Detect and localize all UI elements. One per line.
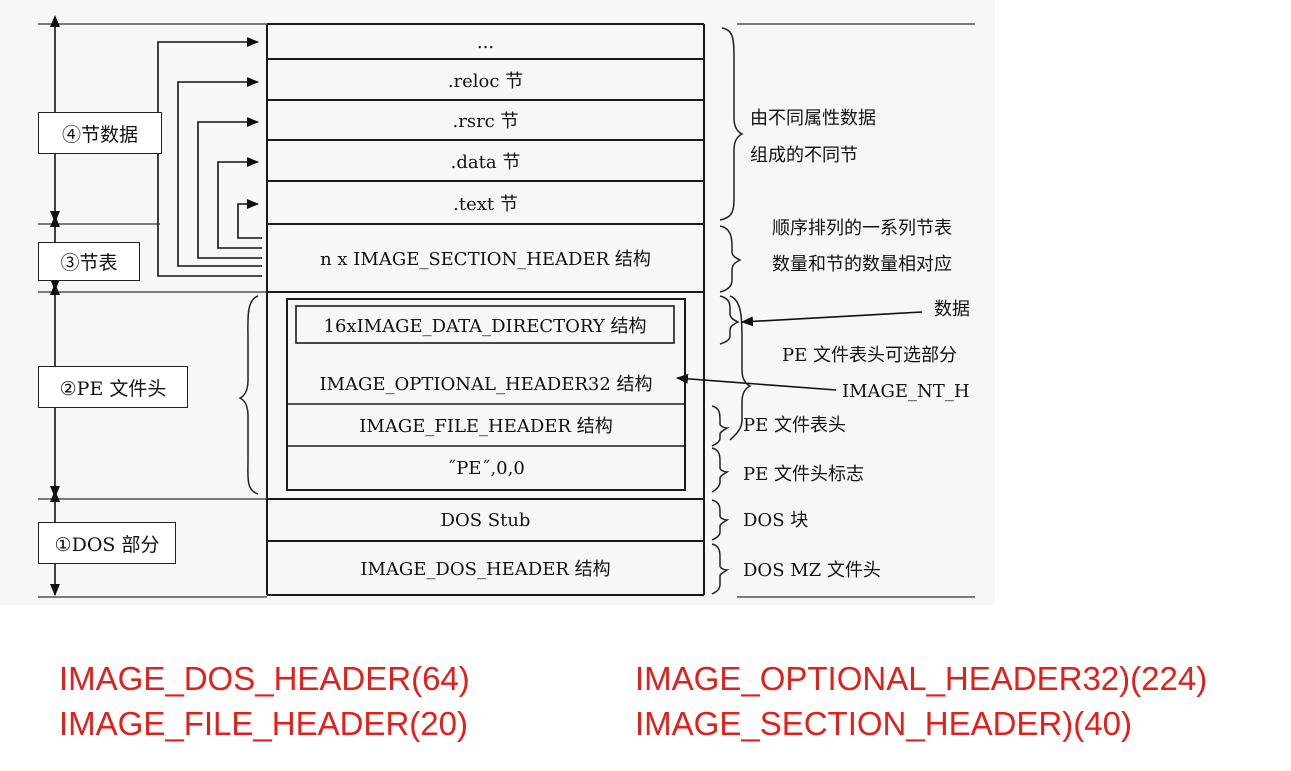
size-optional-header: IMAGE_OPTIONAL_HEADER32)(224) — [635, 660, 1208, 697]
pe-header-left-brace — [238, 295, 259, 495]
nt-headers-frame — [286, 298, 686, 491]
pe-header-label: ②PE 文件头 — [38, 366, 188, 408]
section-column-borders — [266, 23, 705, 596]
note-section-table-line2: 数量和节的数量相对应 — [772, 254, 952, 275]
section-table-label: ③节表 — [38, 242, 140, 281]
optional-header-block: IMAGE_OPTIONAL_HEADER32 结构 — [319, 374, 653, 395]
note-optional-header: PE 文件表头可选部分 — [782, 345, 957, 366]
section-header-block: n x IMAGE_SECTION_HEADER 结构 — [320, 249, 651, 270]
pe-signature-block: ˝PE˝,0,0 — [447, 457, 525, 479]
size-section-header: IMAGE_SECTION_HEADER)(40) — [635, 705, 1132, 742]
text-section: .text 节 — [453, 193, 518, 215]
data-directory-block: 16xIMAGE_DATA_DIRECTORY 结构 — [323, 315, 647, 337]
size-dos-header: IMAGE_DOS_HEADER(64) — [59, 660, 470, 697]
size-file-header: IMAGE_FILE_HEADER(20) — [59, 705, 468, 742]
dos-header-block: IMAGE_DOS_HEADER 结构 — [360, 559, 611, 580]
note-data-directory: 数据 — [934, 299, 970, 320]
note-nt-headers: IMAGE_NT_H — [842, 381, 970, 402]
note-dos-header: DOS MZ 文件头 — [743, 560, 881, 581]
note-section-data-line1: 由不同属性数据 — [750, 108, 876, 129]
note-section-data-line2: 组成的不同节 — [750, 145, 858, 166]
dos-part-label: ①DOS 部分 — [38, 522, 176, 564]
data-section: .data 节 — [450, 151, 521, 173]
pe-structure-diagram: ... .reloc 节 .rsrc 节 .data 节 .text 节 n x… — [38, 14, 975, 598]
dots-section: ... — [476, 31, 495, 53]
note-pe-signature: PE 文件头标志 — [743, 464, 864, 485]
note-section-table-line1: 顺序排列的一系列节表 — [772, 218, 952, 239]
section-data-label: ④节数据 — [38, 112, 162, 154]
note-file-header: PE 文件表头 — [743, 415, 846, 436]
section-pointer-arrows — [157, 37, 262, 277]
reloc-section: .reloc 节 — [447, 70, 524, 92]
file-header-block: IMAGE_FILE_HEADER 结构 — [359, 416, 613, 437]
right-pointer-arrows — [676, 311, 923, 391]
note-dos-stub: DOS 块 — [743, 510, 809, 531]
dos-stub-block: DOS Stub — [440, 509, 531, 531]
diagram-lines — [38, 14, 975, 598]
guide-lines — [38, 23, 975, 598]
rsrc-section: .rsrc 节 — [452, 111, 519, 132]
